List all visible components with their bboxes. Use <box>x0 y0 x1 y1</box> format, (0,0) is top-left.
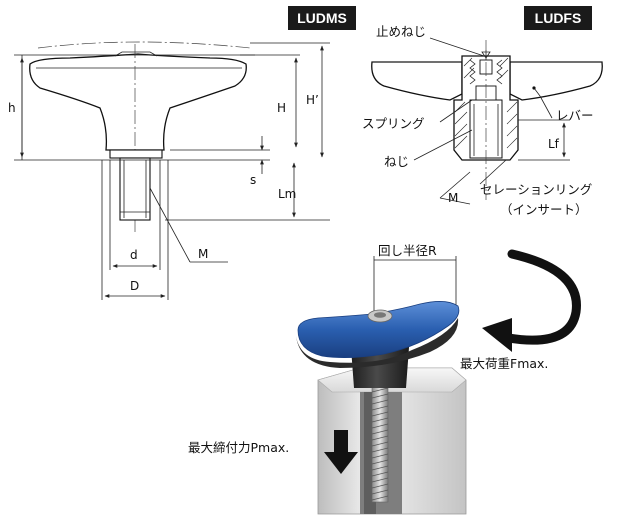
rod-threads <box>371 387 389 501</box>
label-radius: 回し半径R <box>378 243 437 258</box>
callout-set-screw: 止めねじ <box>376 24 426 39</box>
clamp-force-arrow <box>324 430 358 474</box>
dim-H: H <box>277 101 286 115</box>
dim-Lm: Lm <box>278 187 296 201</box>
knob-lever <box>297 301 460 358</box>
label-max-clamp: 最大締付力Pmax. <box>188 440 289 455</box>
callout-insert: （インサート） <box>500 202 588 217</box>
dim-d: d <box>130 248 138 262</box>
callout-screw: ねじ <box>384 154 409 169</box>
dim-s: s <box>250 173 256 187</box>
label-max-load: 最大荷重Fmax. <box>460 356 548 371</box>
badge-ludms: LUDMS <box>288 6 356 30</box>
badge-ludfs: LUDFS <box>524 6 592 30</box>
clamp-illustration: 回し半径R 最大荷重Fmax. 最大締付力Pmax. <box>188 243 581 515</box>
dim-Lf: Lf <box>548 137 560 151</box>
dim-D: D <box>130 279 139 293</box>
callout-spring: スプリング <box>362 116 425 131</box>
dim-h: h <box>8 101 16 115</box>
badge-ludfs-text: LUDFS <box>535 10 582 26</box>
ludms-drawing: LUDMS h H H’ s <box>8 6 356 300</box>
rotation-arrow <box>503 249 581 345</box>
badge-ludms-text: LUDMS <box>297 10 347 26</box>
dim-M-left: M <box>198 247 208 261</box>
dim-M-right: M <box>448 191 458 205</box>
ludfs-drawing: LUDFS <box>362 6 603 217</box>
ludfs-lever <box>371 61 463 101</box>
dim-H-prime: H’ <box>306 93 319 107</box>
callout-lever: レバー <box>556 108 594 123</box>
callout-serration-ring: セレーションリング <box>480 182 592 197</box>
